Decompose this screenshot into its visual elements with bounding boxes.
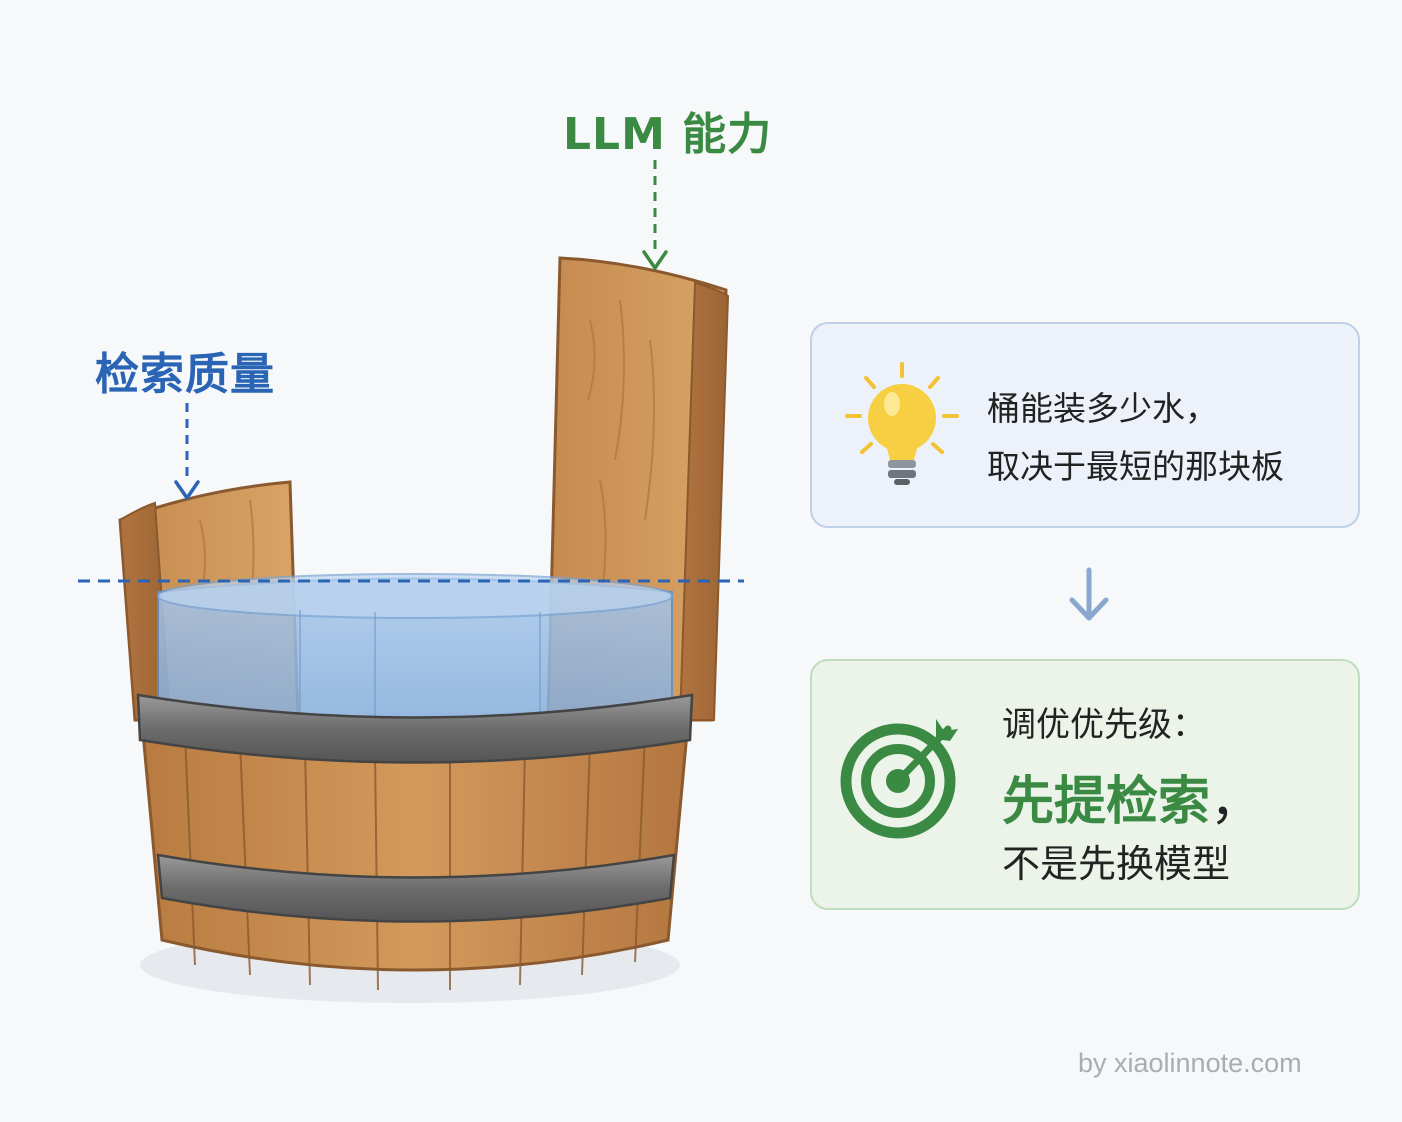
retrieval-arrow-head [174,480,200,500]
priority-sub-line: 不是先换模型 [1002,842,1231,886]
lightbulb-icon [844,360,964,494]
barrel-hoop-bottom [156,853,676,923]
llm-capability-label: LLM 能力 [563,109,773,160]
retrieval-quality-label: 检索质量 [95,349,275,400]
priority-main-punct: ， [1210,772,1263,832]
priority-heading: 调优优先级： [1002,705,1206,745]
watermark: by xiaolinnote.com [1078,1048,1302,1078]
priority-card: 调优优先级： 先提检索， 不是先换模型 [810,659,1360,910]
barrel-hoop-top [136,693,694,764]
priority-main-text: 先提检索 [1002,772,1211,832]
priority-main-line: 先提检索， [1002,759,1262,834]
llm-arrow-head [642,250,668,270]
insight-line-1: 桶能装多少水， [987,389,1218,428]
down-arrow-icon [1066,566,1112,630]
insight-line-2: 取决于最短的那块板 [987,447,1284,486]
target-icon [840,709,970,843]
insight-card: 桶能装多少水， 取决于最短的那块板 [810,322,1360,528]
